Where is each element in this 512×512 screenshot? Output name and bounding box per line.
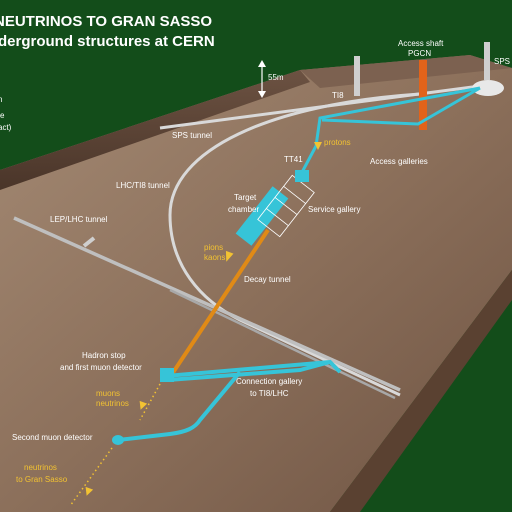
target-label-2: chamber — [228, 205, 259, 214]
service-gallery — [235, 186, 289, 246]
hadron-stop — [160, 368, 174, 382]
pgcn-shaft — [419, 60, 427, 130]
tt41-label: TT41 — [284, 155, 303, 164]
access-galleries-label: Access galleries — [370, 157, 428, 166]
ground-right-side — [330, 270, 512, 512]
neutrinos-mid-label: neutrinos — [96, 399, 129, 408]
lep-lhc-tunnel — [13, 216, 401, 392]
title-line2: Underground structures at CERN — [0, 33, 215, 50]
pions-label: pions — [204, 243, 223, 252]
decay-tunnel-label: Decay tunnel — [244, 275, 291, 284]
ground-left-side — [0, 70, 310, 190]
hadron-label-2: and first muon detector — [60, 363, 142, 372]
ti8-shaft — [354, 56, 360, 96]
second-muon-label: Second muon detector — [12, 433, 93, 442]
muons-label: muons — [96, 389, 120, 398]
cut-text-2: ce — [0, 111, 5, 120]
ti8-label: TI8 — [332, 91, 344, 100]
lhc-ti8-label: LHC/TI8 tunnel — [116, 181, 170, 190]
second-muon-gallery — [117, 370, 242, 442]
protons-label: protons — [324, 138, 351, 147]
kaons-label: kaons — [204, 253, 225, 262]
lep-lhc-label: LEP/LHC tunnel — [50, 215, 108, 224]
muons-arrow — [139, 400, 148, 410]
cut-text-1: n — [0, 95, 2, 104]
target-label-1: Target — [234, 193, 257, 202]
gran-sasso-label: to Gran Sasso — [16, 475, 68, 484]
pgcn-label: PGCN — [408, 49, 431, 58]
depth-arrow-head-top — [258, 60, 266, 67]
sps-top-label: SPS — [494, 57, 510, 66]
neutrinos-end-label: neutrinos — [24, 463, 57, 472]
title-line1: NEUTRINOS TO GRAN SASSO — [0, 13, 212, 30]
neutrinos-arrow — [85, 486, 94, 496]
lep-lhc-tunnel-2 — [169, 288, 396, 400]
depth-arrow-head-bottom — [258, 91, 266, 98]
cut-text-3: act) — [0, 123, 12, 132]
neutrino-beam-dots — [69, 447, 113, 507]
lhc-ti8-tunnel — [168, 92, 421, 397]
service-gallery-ladder — [257, 174, 315, 238]
hadron-label-1: Hadron stop — [82, 351, 126, 360]
decay-tunnel — [170, 228, 270, 376]
sps-shaft — [484, 42, 490, 80]
lep-shaft-stub — [82, 236, 96, 248]
access-galleries — [298, 86, 481, 177]
service-gallery-label: Service gallery — [308, 205, 360, 214]
ground-top-ridge — [300, 55, 512, 88]
connection-gallery — [165, 359, 342, 382]
second-muon-detector — [112, 435, 124, 445]
target-chamber — [295, 170, 309, 182]
connection-label-2: to TI8/LHC — [250, 389, 289, 398]
depth-label: 55m — [268, 73, 284, 82]
connection-label-1: Connection gallery — [236, 377, 302, 386]
ground-slab — [0, 55, 512, 512]
sps-cavern — [472, 80, 504, 96]
sps-tunnel-label: SPS tunnel — [172, 131, 212, 140]
pions-arrow — [225, 250, 234, 262]
protons-arrow — [314, 142, 322, 150]
access-shaft-label: Access shaft — [398, 39, 444, 48]
